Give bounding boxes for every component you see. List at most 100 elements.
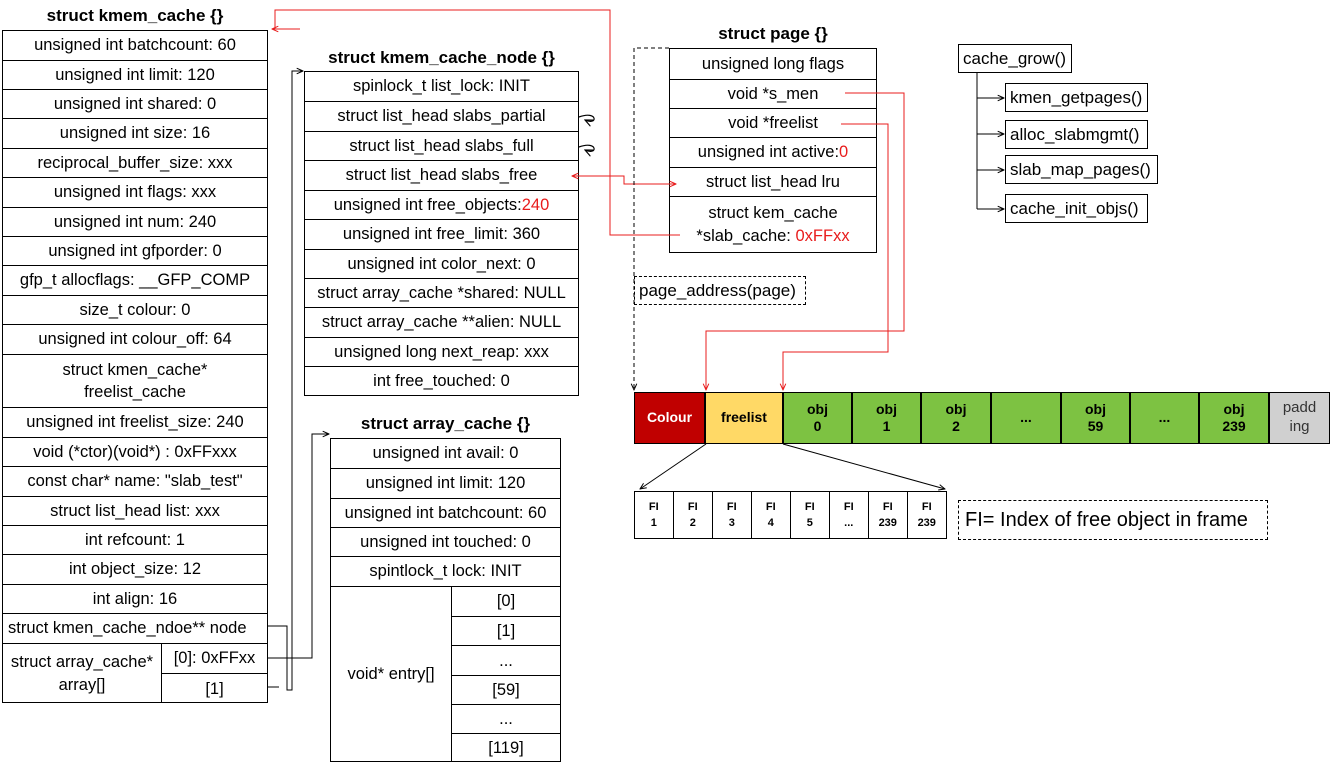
kmem-cache-node-table: spinlock_t list_lock: INIT struct list_h… (304, 71, 579, 396)
fi-legend: FI= Index of free object in frame (958, 500, 1268, 540)
entry-label: void* entry[] (331, 587, 452, 762)
fi-expand-right (782, 443, 945, 489)
kmem-cache-row: unsigned int colour_off: 64 (3, 324, 267, 354)
page-row-label: *slab_cache: (696, 226, 796, 245)
array-cache-title: struct array_cache {} (360, 414, 531, 433)
fi-cell: FI 3 (712, 491, 752, 539)
array-cell-0: [0]: 0xFFxx (173, 649, 256, 668)
entry-cell: [1] (452, 616, 560, 646)
fi-line: FI (726, 500, 737, 513)
array-cell-1: [1] (162, 673, 267, 704)
page-title: struct page {} (718, 24, 828, 43)
page-row-label: unsigned int active: (697, 143, 840, 162)
kmem-cache-row: gfp_t allocflags: __GFP_COMP (3, 265, 267, 295)
seg-line: obj (876, 400, 897, 417)
array-label-line: array[] (58, 675, 106, 694)
array-label: struct array_cache* array[] (3, 644, 162, 703)
entry-cell: [59] (452, 675, 560, 705)
node-row: struct list_head slabs_free (305, 160, 578, 190)
kmem-cache-row: unsigned int num: 240 (3, 207, 267, 236)
node-row: unsigned int color_next: 0 (305, 249, 578, 278)
array-pointer-connector (268, 434, 329, 659)
seg-line: 2 (952, 418, 960, 434)
seg-line: ... (1158, 409, 1171, 426)
slabs-partial-loop (578, 114, 595, 121)
kmem-cache-table: unsigned int batchcount: 60 unsigned int… (2, 30, 268, 703)
kmem-cache-row: unsigned int limit: 120 (3, 60, 267, 89)
kmem-cache-row: int object_size: 12 (3, 554, 267, 584)
page-row-line: struct kem_cache (708, 204, 838, 223)
node-row-free-objects: unsigned int free_objects: 240 (305, 190, 578, 219)
fi-line: 3 (728, 517, 735, 529)
array-cache-entries: void* entry[] [0] [1] ... [59] ... [119] (331, 586, 560, 763)
array-cache-row: unsigned int batchcount: 60 (331, 498, 560, 527)
seg-line: 0 (813, 418, 822, 434)
fi-line: 2 (689, 517, 696, 529)
array-cache-row: unsigned int touched: 0 (331, 527, 560, 556)
frame-colour-segment: Colour (634, 392, 705, 444)
kmem-cache-row-freelist-cache: struct kmen_cache* freelist_cache (3, 354, 267, 407)
entry-cell: ... (452, 645, 560, 676)
kmem-cache-row: int align: 16 (3, 584, 267, 613)
fi-line: FI (921, 500, 932, 513)
array-cache-row: unsigned int limit: 120 (331, 468, 560, 498)
node-row: struct list_head slabs_full (305, 131, 578, 160)
seg-line: ing (1289, 418, 1310, 435)
cache-init-objs-function: cache_init_objs() (1005, 194, 1148, 223)
array-cache-table: unsigned int avail: 0 unsigned int limit… (330, 438, 561, 762)
kmem-cache-row: const char* name: "slab_test" (3, 466, 267, 496)
kmem-cache-row: unsigned int gfporder: 0 (3, 236, 267, 265)
seg-line: 59 (1087, 418, 1104, 434)
fi-cell: FI 1 (634, 491, 674, 539)
fi-line: 4 (767, 517, 774, 529)
kmen-getpages-function: kmen_getpages() (1005, 83, 1148, 112)
frame-ellipsis-segment: ... (1130, 392, 1199, 444)
page-row-active: unsigned int active: 0 (670, 137, 876, 167)
s-men-connector (706, 92, 905, 390)
page-row: void *freelist (670, 108, 876, 137)
node-row: struct array_cache **alien: NULL (305, 307, 578, 337)
seg-line: obj (1085, 400, 1106, 417)
page-row: struct list_head lru (670, 167, 876, 196)
kmem-cache-row: unsigned int freelist_size: 240 (3, 407, 267, 437)
page-table: unsigned long flags void *s_men void *fr… (669, 48, 877, 253)
active-value: 0 (839, 143, 849, 162)
seg-line: 1 (882, 418, 891, 434)
node-row: unsigned long next_reap: xxx (305, 337, 578, 366)
array-cache-row: unsigned int avail: 0 (372, 444, 519, 463)
page-row: unsigned long flags (701, 54, 845, 73)
kmem-cache-row: size_t colour: 0 (3, 295, 267, 324)
fi-line: 1 (650, 517, 657, 529)
kmem-cache-row: reciprocal_buffer_size: xxx (3, 148, 267, 177)
frame-ellipsis-segment: ... (991, 392, 1061, 444)
kmem-cache-row: unsigned int flags: xxx (3, 177, 267, 207)
fi-line: FI (648, 500, 659, 513)
frame-freelist-segment: freelist (705, 392, 783, 444)
fi-cell: FI... (829, 491, 869, 539)
kmem-cache-node-title: struct kmem_cache_node {} (328, 48, 555, 67)
kmem-cache-row-array: struct array_cache* array[] [0]: 0xFFxx … (3, 643, 267, 704)
kmem-cache-row-line: struct kmen_cache* (62, 360, 208, 379)
node-row: struct array_cache *shared: NULL (305, 278, 578, 307)
seg-line: obj (1223, 400, 1245, 417)
seg-line: obj (945, 400, 967, 417)
entry-cell: [119] (452, 733, 560, 763)
node-row: struct list_head slabs_partial (305, 101, 578, 131)
page-address-box: page_address(page) (634, 276, 806, 305)
page-row-line: *slab_cache: 0xFFxx (696, 225, 849, 247)
seg-line: ... (1020, 409, 1032, 426)
fi-line: 239 (917, 517, 936, 529)
page-row-slab-cache: struct kem_cache *slab_cache: 0xFFxx (670, 196, 876, 252)
kmem-cache-title: struct kmem_cache {} (46, 6, 224, 25)
slab-cache-connector (274, 9, 680, 236)
page-address-connector (634, 47, 669, 390)
fi-line: 239 (878, 517, 897, 529)
fi-line: 5 (806, 517, 813, 529)
freelist-connector (783, 123, 889, 390)
